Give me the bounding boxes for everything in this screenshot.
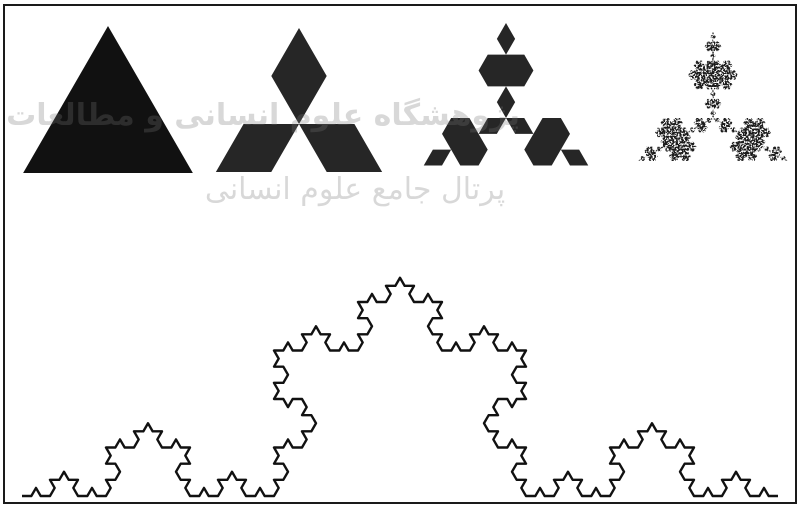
koch-curve	[22, 278, 778, 496]
koch-curve-layer	[22, 278, 778, 496]
koch-snowflake-iteration-4	[639, 32, 788, 161]
koch-snowflake-iteration-1	[216, 28, 382, 172]
koch-snowflake-iteration-2	[424, 23, 589, 166]
koch-snowflake-iteration-0	[23, 26, 193, 173]
snowflake-stages	[23, 23, 787, 173]
